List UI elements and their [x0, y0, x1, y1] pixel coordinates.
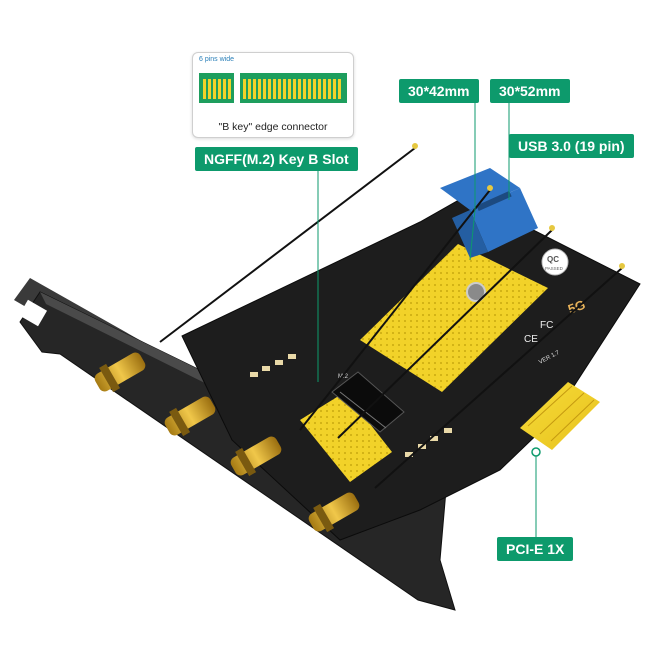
- edge-connector-inset: 6 pins wide "B key" edge connector: [192, 52, 354, 138]
- m2-slot: M.2: [331, 371, 405, 433]
- m2-card-area-small: [300, 392, 392, 482]
- pcie-gold-fingers: [520, 382, 600, 450]
- sma-connectors: [94, 352, 360, 533]
- pins-wide-label: 6 pins wide: [199, 56, 235, 63]
- antenna-tips: [412, 143, 625, 269]
- ce-mark: CE: [524, 334, 538, 345]
- ngff-slot-callout: NGFF(M.2) Key B Slot: [195, 147, 358, 171]
- 5g-marking: 5G: [566, 297, 587, 317]
- fc-mark: FC: [540, 320, 553, 331]
- antenna-cables: [159, 147, 623, 489]
- standoff-screw: [466, 282, 486, 302]
- edge-connector-caption: "B key" edge connector: [218, 121, 328, 133]
- svg-text:QC: QC: [547, 255, 559, 264]
- svg-text:M.2: M.2: [338, 374, 349, 380]
- size-42mm-callout: 30*42mm: [399, 79, 479, 103]
- svg-text:PASSED: PASSED: [545, 266, 564, 271]
- usb-header-callout: USB 3.0 (19 pin): [509, 134, 634, 158]
- pcie-callout-dot: [531, 447, 541, 457]
- edge-connector-illustration: [199, 69, 347, 103]
- size-52mm-callout: 30*52mm: [490, 79, 570, 103]
- m2-card-area-large: [360, 244, 548, 392]
- usb-header: [440, 168, 538, 258]
- qc-passed-badge: QC PASSED: [541, 248, 569, 276]
- pcie-callout: PCI-E 1X: [497, 537, 574, 561]
